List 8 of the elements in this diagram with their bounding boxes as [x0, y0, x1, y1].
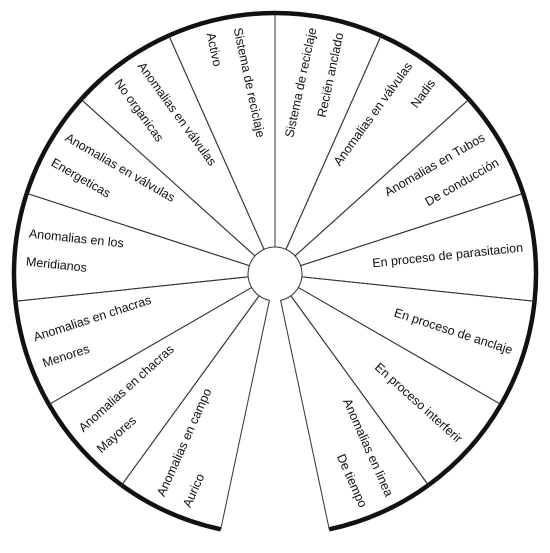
sector-label: Anomalias en los: [28, 226, 124, 252]
sector-label: De tiempo: [333, 452, 370, 510]
sector-label: En proceso de parasitacion: [371, 240, 524, 272]
sector-label: En proceso de anclaje: [392, 306, 514, 358]
sector-label: Activo: [202, 32, 224, 68]
sector-label: Menores: [40, 342, 92, 372]
sector-label: Sistema de reciclaje: [230, 26, 268, 138]
sector-label: Meridianos: [25, 254, 88, 276]
